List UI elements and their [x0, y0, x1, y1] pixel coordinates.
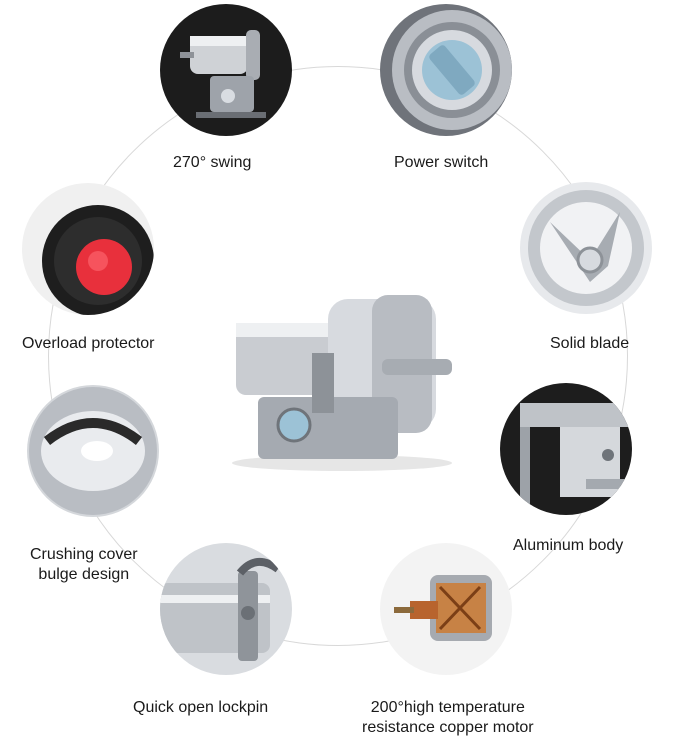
blade-photo-icon — [520, 182, 652, 314]
copper-motor-photo-icon — [380, 543, 512, 675]
cover-bulge-label: Crushing cover bulge design — [30, 545, 138, 585]
power-switch-label: Power switch — [394, 154, 489, 171]
copper-motor-label-line2: resistance copper motor — [362, 719, 534, 736]
feature-ring — [48, 66, 628, 646]
copper-motor-label-line1: 200°high temperature — [370, 699, 525, 716]
cover-bulge-photo-icon — [27, 385, 159, 517]
power-switch-photo-icon — [380, 4, 512, 136]
cover-bulge-label-line1: Crushing cover — [30, 546, 138, 563]
aluminum-body-photo-icon — [500, 383, 632, 515]
aluminum-body-label: Aluminum body — [513, 537, 624, 554]
overload-protector-label: Overload protector — [22, 335, 155, 352]
grinder-machine-image — [222, 285, 472, 475]
copper-motor-label: 200°high temperature resistance copper m… — [362, 698, 534, 738]
swing-photo-icon — [160, 4, 292, 136]
swing-label: 270° swing — [173, 154, 252, 171]
cover-bulge-label-line2: bulge design — [38, 566, 130, 583]
lockpin-label: Quick open lockpin — [133, 699, 269, 716]
lockpin-photo-icon — [160, 543, 292, 675]
overload-protector-photo-icon — [22, 183, 154, 315]
blade-label: Solid blade — [550, 335, 630, 352]
